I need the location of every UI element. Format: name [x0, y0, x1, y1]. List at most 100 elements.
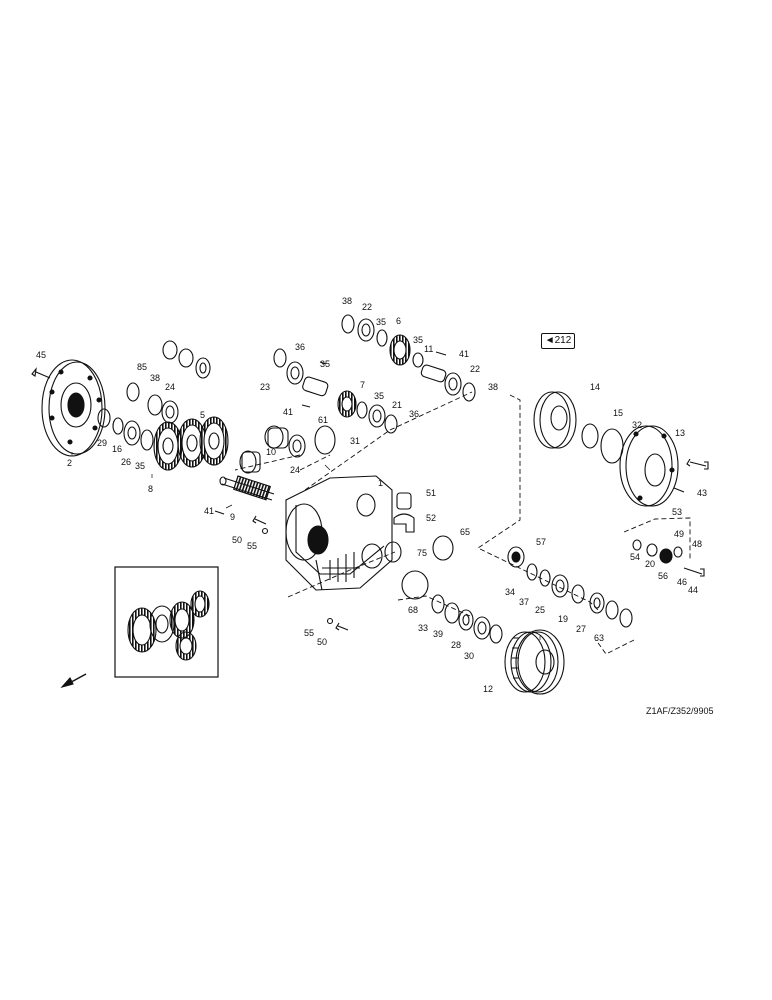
label-24a: 24 — [165, 382, 175, 392]
label-15: 15 — [613, 408, 623, 418]
label-53: 53 — [672, 507, 682, 517]
ring-85 — [126, 382, 140, 402]
label-43: 43 — [697, 488, 707, 498]
label-85: 85 — [137, 362, 147, 372]
label-33: 33 — [418, 623, 428, 633]
washer-55b — [326, 617, 334, 625]
label-50a: 50 — [232, 535, 242, 545]
label-36b: 36 — [409, 409, 419, 419]
label-38a: 38 — [150, 373, 160, 383]
breather-51 — [396, 492, 412, 510]
bolt-50b — [335, 622, 349, 631]
bearing-28 — [473, 616, 491, 640]
label-75: 75 — [417, 548, 427, 558]
ring-35a — [140, 429, 154, 451]
label-29: 29 — [97, 438, 107, 448]
bolt-53 — [673, 487, 685, 493]
bearing-22b — [444, 372, 462, 396]
label-12: 12 — [483, 684, 493, 694]
gear-5a — [177, 418, 207, 468]
label-35b: 35 — [320, 359, 330, 369]
label-13: 13 — [675, 428, 685, 438]
label-41c: 41 — [204, 506, 214, 516]
label-25: 25 — [535, 605, 545, 615]
elbow-52 — [393, 513, 415, 533]
label-35a: 35 — [135, 461, 145, 471]
label-27: 27 — [576, 624, 586, 634]
bolt-45 — [31, 367, 51, 379]
label-45: 45 — [36, 350, 46, 360]
label-44: 44 — [688, 585, 698, 595]
label-6: 6 — [396, 316, 401, 326]
label-54: 54 — [630, 552, 640, 562]
pulley-12 — [504, 629, 565, 695]
gear-6 — [389, 334, 411, 366]
page-reference-link[interactable]: ◄212 — [541, 333, 575, 349]
label-39: 39 — [433, 629, 443, 639]
label-37: 37 — [519, 597, 529, 607]
label-41b: 41 — [459, 349, 469, 359]
seal-57 — [507, 546, 525, 568]
label-35d: 35 — [376, 317, 386, 327]
label-22a: 22 — [362, 302, 372, 312]
label-63: 63 — [594, 633, 604, 643]
shaft-11 — [420, 364, 447, 383]
label-50b: 50 — [317, 637, 327, 647]
label-68: 68 — [408, 605, 418, 615]
label-46: 46 — [677, 577, 687, 587]
label-61: 61 — [318, 415, 328, 425]
label-51: 51 — [426, 488, 436, 498]
label-35c: 35 — [374, 391, 384, 401]
gear-8 — [153, 421, 183, 471]
bolt-50a — [252, 515, 267, 525]
label-21: 21 — [392, 400, 402, 410]
label-57: 57 — [536, 537, 546, 547]
bearing-24b — [288, 434, 306, 458]
label-65: 65 — [460, 527, 470, 537]
label-38c: 38 — [488, 382, 498, 392]
ring-33 — [444, 602, 460, 624]
label-2: 2 — [67, 458, 72, 468]
bolt-43 — [686, 458, 709, 470]
ring-15 — [581, 423, 599, 449]
label-8: 8 — [148, 484, 153, 494]
label-36a: 36 — [295, 342, 305, 352]
label-23: 23 — [260, 382, 270, 392]
cover-13 — [619, 425, 679, 507]
bolt-44 — [683, 567, 705, 577]
ring-29 — [97, 408, 111, 428]
label-16: 16 — [112, 444, 122, 454]
label-26a: 26 — [121, 457, 131, 467]
label-9: 9 — [230, 512, 235, 522]
bearing-21 — [368, 404, 386, 428]
label-7: 7 — [360, 380, 365, 390]
ring-63 — [619, 608, 633, 628]
bearing-27 — [589, 592, 605, 614]
label-49: 49 — [674, 529, 684, 539]
label-5: 5 — [200, 410, 205, 420]
bearing-22a — [357, 318, 375, 342]
label-19: 19 — [558, 614, 568, 624]
drawing-code: Z1AF/Z352/9905 — [646, 706, 714, 716]
gear-housing-1 — [285, 475, 393, 591]
flange-plate-2 — [41, 359, 106, 457]
washer-55a — [261, 527, 269, 535]
label-11: 11 — [424, 344, 433, 354]
bearing-26 — [123, 420, 141, 446]
hub-14 — [533, 391, 577, 449]
label-30: 30 — [464, 651, 474, 661]
bearing-10 — [239, 450, 257, 474]
oring-65 — [432, 535, 454, 561]
bearing-24a — [161, 400, 179, 424]
label-38b: 38 — [342, 296, 352, 306]
label-1: 1 — [378, 478, 383, 488]
label-35e: 35 — [413, 335, 423, 345]
label-20: 20 — [645, 559, 655, 569]
ring-23 — [286, 361, 304, 385]
label-41a: 41 — [283, 407, 293, 417]
label-56: 56 — [658, 571, 668, 581]
bearing-25 — [551, 574, 569, 598]
label-28: 28 — [451, 640, 461, 650]
label-55a: 55 — [247, 541, 257, 551]
